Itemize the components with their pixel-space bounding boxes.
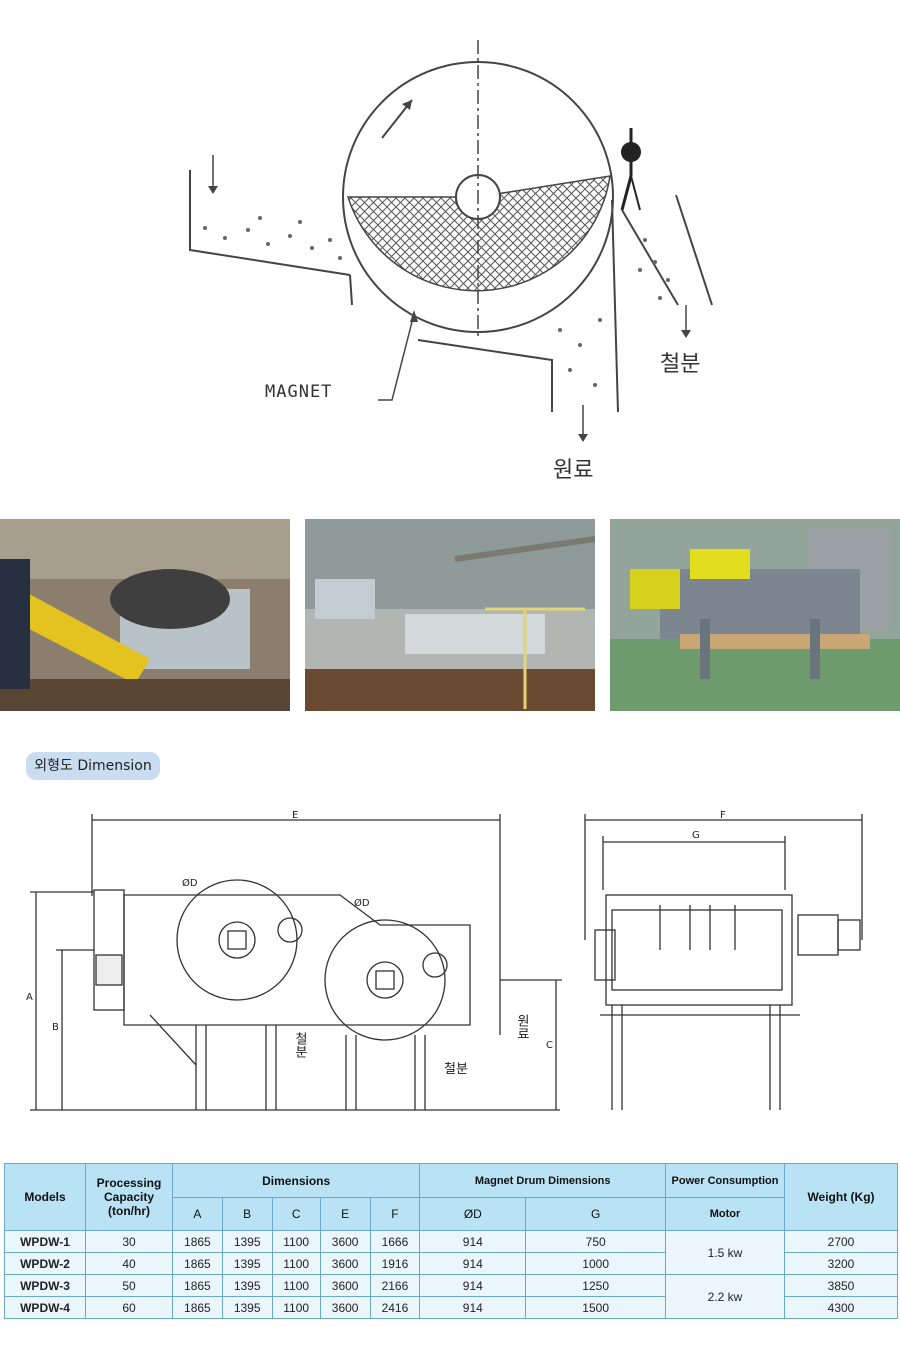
cell-e: 3600 — [319, 1252, 371, 1275]
cell-c: 1100 — [271, 1296, 321, 1319]
dim-label-b: B — [52, 1022, 59, 1033]
dim-label-a: A — [26, 992, 33, 1003]
header-g: G — [525, 1197, 666, 1231]
dim-iron-label-1: 철분 — [292, 1032, 307, 1058]
cell-capacity: 60 — [85, 1296, 173, 1319]
header-c: C — [271, 1197, 321, 1231]
cell-g: 750 — [525, 1230, 666, 1253]
cell-a: 1865 — [172, 1230, 223, 1253]
header-e: E — [319, 1197, 371, 1231]
header-dimensions: Dimensions — [171, 1163, 421, 1198]
cell-d: 914 — [419, 1274, 527, 1297]
cell-f: 1916 — [369, 1252, 421, 1275]
magnet-label: MAGNET — [265, 382, 333, 402]
cell-e: 3600 — [319, 1230, 371, 1253]
dimension-section-label: 외형도 Dimension — [26, 752, 160, 780]
dim-label-c: C — [546, 1040, 553, 1051]
dim-iron-label-2: 철분 — [444, 1062, 468, 1077]
table-row: WPDW-1 30 1865 1395 1100 3600 1666 914 7… — [4, 1230, 898, 1275]
cell-g: 1250 — [525, 1274, 666, 1297]
header-models: Models — [4, 1163, 86, 1231]
cell-b: 1395 — [221, 1296, 273, 1319]
dim-label-e: E — [292, 810, 299, 821]
header-motor: Motor — [665, 1197, 785, 1231]
dimension-drawing — [30, 814, 863, 1111]
header-b: B — [221, 1197, 273, 1231]
cell-weight: 3200 — [784, 1252, 898, 1275]
cell-model: WPDW-1 — [4, 1230, 86, 1253]
cell-motor: 2.2 kw — [665, 1274, 785, 1319]
cell-capacity: 40 — [85, 1252, 173, 1275]
cell-weight: 2700 — [784, 1230, 898, 1253]
dim-raw-label: 원료 — [514, 1014, 529, 1040]
cell-e: 3600 — [319, 1296, 371, 1319]
cell-capacity: 30 — [85, 1230, 173, 1253]
header-d: ØD — [419, 1197, 527, 1231]
dim-label-d1: ØD — [182, 878, 198, 889]
cell-b: 1395 — [221, 1274, 273, 1297]
cell-f: 2416 — [369, 1296, 421, 1319]
iron-powder-label: 철분 — [660, 352, 701, 377]
dim-label-f: F — [720, 810, 726, 821]
cell-weight: 4300 — [784, 1296, 898, 1319]
cell-capacity: 50 — [85, 1274, 173, 1297]
cell-b: 1395 — [221, 1252, 273, 1275]
cell-a: 1865 — [172, 1274, 223, 1297]
separator-schematic — [189, 40, 713, 442]
header-capacity: Processing Capacity (ton/hr) — [85, 1163, 173, 1231]
spec-table: Models Processing Capacity (ton/hr) Dime… — [4, 1163, 898, 1319]
dim-label-g: G — [692, 830, 700, 841]
cell-g: 1500 — [525, 1296, 666, 1319]
cell-c: 1100 — [271, 1252, 321, 1275]
table-row: WPDW-3 50 1865 1395 1100 3600 2166 914 1… — [4, 1274, 898, 1319]
cell-d: 914 — [419, 1252, 527, 1275]
cell-e: 3600 — [319, 1274, 371, 1297]
cell-model: WPDW-2 — [4, 1252, 86, 1275]
cell-c: 1100 — [271, 1274, 321, 1297]
header-weight: Weight (Kg) — [784, 1163, 898, 1231]
cell-b: 1395 — [221, 1230, 273, 1253]
cell-c: 1100 — [271, 1230, 321, 1253]
cell-weight: 3850 — [784, 1274, 898, 1297]
cell-a: 1865 — [172, 1252, 223, 1275]
header-power: Power Consumption — [665, 1163, 785, 1198]
cell-a: 1865 — [172, 1296, 223, 1319]
cell-g: 1000 — [525, 1252, 666, 1275]
cell-d: 914 — [419, 1230, 527, 1253]
installation-photo-1 — [0, 519, 290, 711]
factory-photo-3 — [610, 519, 900, 711]
cell-model: WPDW-3 — [4, 1274, 86, 1297]
dim-label-d2: ØD — [354, 898, 370, 909]
cell-f: 1666 — [369, 1230, 421, 1253]
header-f: F — [369, 1197, 421, 1231]
installation-photo-2 — [305, 519, 595, 711]
raw-material-label: 원료 — [553, 458, 594, 483]
cell-d: 914 — [419, 1296, 527, 1319]
header-a: A — [172, 1197, 223, 1231]
header-drum: Magnet Drum Dimensions — [419, 1163, 666, 1198]
cell-model: WPDW-4 — [4, 1296, 86, 1319]
cell-f: 2166 — [369, 1274, 421, 1297]
table-row: WPDW-4 60 1865 1395 1100 3600 2416 914 1… — [4, 1296, 898, 1319]
cell-motor: 1.5 kw — [665, 1230, 785, 1275]
